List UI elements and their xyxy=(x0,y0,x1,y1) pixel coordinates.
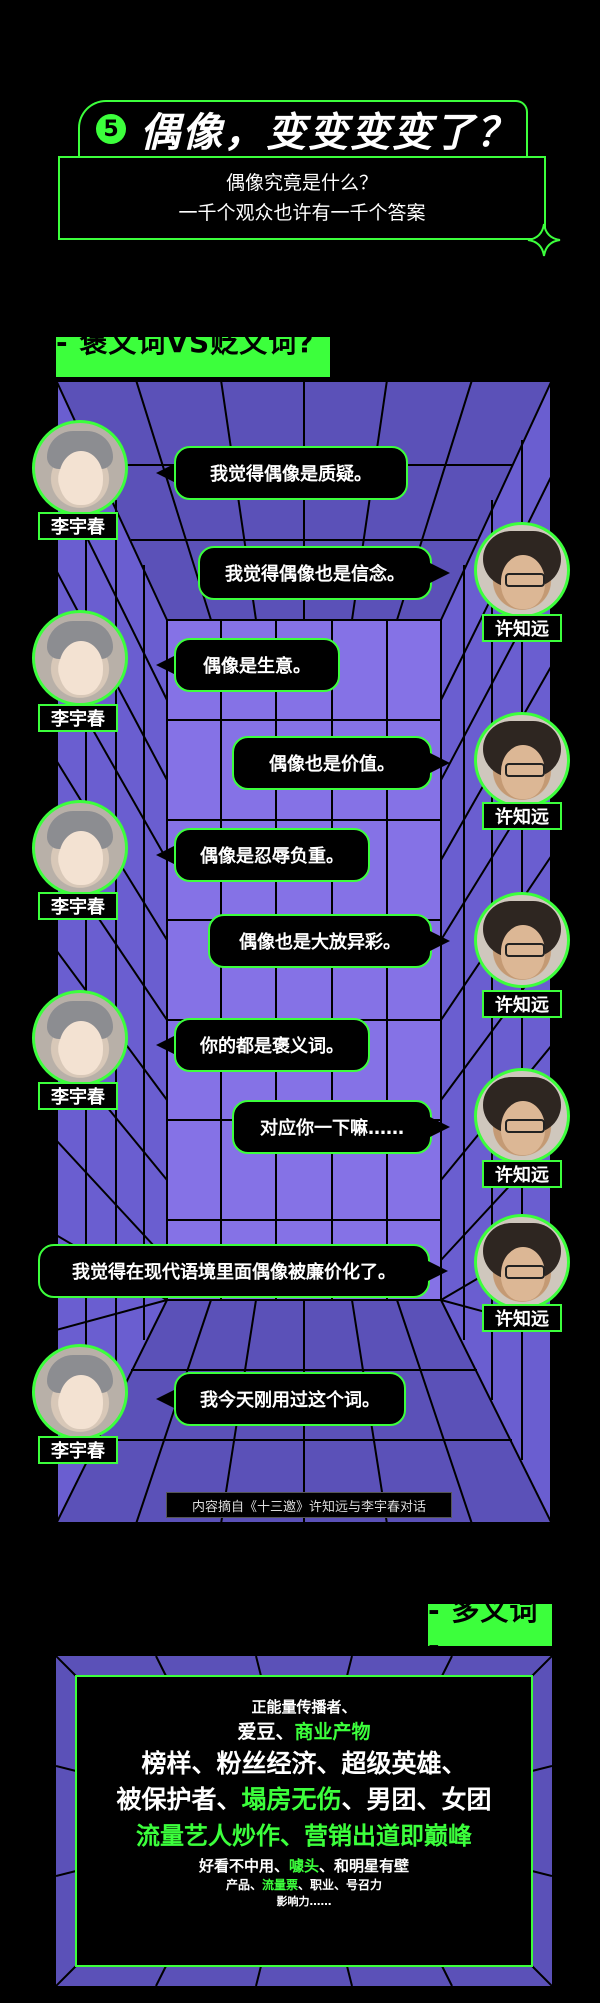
speaker-name: 李宇春 xyxy=(38,512,118,540)
speaker-name: 许知远 xyxy=(482,1304,562,1332)
bubble-tail xyxy=(156,655,176,675)
bubble-tail xyxy=(428,1261,448,1281)
bubble-tail xyxy=(156,463,176,483)
cloud-word: 、男团、女团 xyxy=(341,1785,492,1814)
avatar-xu-zhiyuan xyxy=(474,522,570,618)
speaker-name: 李宇春 xyxy=(38,704,118,732)
bubble-tail xyxy=(156,1389,176,1409)
avatar-li-yuchun xyxy=(32,990,128,1086)
avatar-li-yuchun xyxy=(32,420,128,516)
avatar-li-yuchun xyxy=(32,1344,128,1440)
cloud-row: 产品、流量票、职业、号召力 xyxy=(76,1876,532,1893)
dialog-bubble: 我觉得偶像是质疑。 xyxy=(174,446,408,500)
section-tag-polysemy: - 多义词 - xyxy=(428,1594,552,1662)
cloud-word: 正能量传播者、 xyxy=(251,1698,357,1716)
section-number-badge: 5 xyxy=(96,114,126,144)
dialog-bubble: 你的都是褒义词。 xyxy=(174,1018,370,1072)
dialog-bubble: 偶像是生意。 xyxy=(174,638,340,692)
cloud-row: 被保护者、塌房无伤、男团、女团 xyxy=(76,1780,532,1816)
word-cloud-frame xyxy=(56,1656,552,1986)
cloud-row: 正能量传播者、 xyxy=(76,1696,532,1717)
section-heading: 偶像，变变变变了？ xyxy=(140,110,518,156)
sparkle-icon xyxy=(527,223,561,257)
cloud-word: 、和明星有壁 xyxy=(319,1857,410,1875)
cloud-row: 影响力…… xyxy=(76,1893,532,1909)
dialog-bubble: 我今天刚用过这个词。 xyxy=(174,1372,406,1426)
dialog-bubble: 对应你一下嘛…… xyxy=(232,1100,432,1154)
bubble-tail xyxy=(430,1117,450,1137)
avatar-li-yuchun xyxy=(32,800,128,896)
speaker-name: 许知远 xyxy=(482,1160,562,1188)
question-line-1: 偶像究竟是什么？ xyxy=(225,172,378,194)
section-title: 5 偶像，变变变变了？ xyxy=(78,100,528,156)
bubble-tail xyxy=(156,845,176,865)
bubble-tail xyxy=(430,563,450,583)
dialog-bubble: 我觉得在现代语境里面偶像被廉价化了。 xyxy=(38,1244,430,1298)
dialog-bubble: 偶像也是大放异彩。 xyxy=(208,914,432,968)
speaker-name: 李宇春 xyxy=(38,892,118,920)
cloud-word: 影响力…… xyxy=(276,1895,332,1908)
speaker-name: 许知远 xyxy=(482,990,562,1018)
cloud-word: 被保护者、 xyxy=(116,1785,242,1814)
avatar-xu-zhiyuan xyxy=(474,1068,570,1164)
dialog-bubble: 偶像也是价值。 xyxy=(232,736,432,790)
speaker-name: 李宇春 xyxy=(38,1082,118,1110)
avatar-xu-zhiyuan xyxy=(474,892,570,988)
cloud-word: 榜样、粉丝经济、超级英雄、 xyxy=(141,1749,467,1778)
cloud-word: 噱头 xyxy=(288,1857,319,1875)
bubble-tail xyxy=(156,1035,176,1055)
cloud-word: 爱豆、 xyxy=(237,1721,295,1743)
dialog-bubble: 偶像是忍辱负重。 xyxy=(174,828,370,882)
cloud-word: 好看不中用、 xyxy=(198,1857,289,1875)
cloud-row: 榜样、粉丝经济、超级英雄、 xyxy=(76,1744,532,1780)
bubble-tail xyxy=(430,753,450,773)
question-box: 偶像究竟是什么？ 一千个观众也许有一千个答案 xyxy=(58,156,546,240)
cloud-row: 爱豆、商业产物 xyxy=(76,1717,532,1744)
cloud-word: 商业产物 xyxy=(294,1721,371,1743)
cloud-word: 、职业、号召力 xyxy=(298,1878,383,1892)
cloud-word: 流量票 xyxy=(261,1878,298,1892)
question-line-2: 一千个观众也许有一千个答案 xyxy=(178,202,426,224)
cloud-word: 塌房无伤 xyxy=(241,1785,342,1814)
speaker-name: 许知远 xyxy=(482,802,562,830)
cloud-row: 好看不中用、噱头、和明星有壁 xyxy=(76,1855,532,1876)
cloud-row: 流量艺人炒作、营销出道即巅峰 xyxy=(76,1816,532,1851)
bubble-tail xyxy=(430,931,450,951)
source-credit: 内容摘自《十三邀》许知远与李宇春对话 xyxy=(166,1492,452,1518)
section-tag-antonyms: - 褒义词VS贬义词? - xyxy=(56,326,330,394)
word-cloud: 正能量传播者、 爱豆、商业产物 榜样、粉丝经济、超级英雄、 被保护者、塌房无伤、… xyxy=(76,1676,532,1966)
dialog-bubble: 我觉得偶像也是信念。 xyxy=(198,546,432,600)
avatar-li-yuchun xyxy=(32,610,128,706)
avatar-xu-zhiyuan xyxy=(474,1214,570,1310)
avatar-xu-zhiyuan xyxy=(474,712,570,808)
cloud-word: 产品、 xyxy=(225,1878,262,1892)
speaker-name: 许知远 xyxy=(482,614,562,642)
cloud-word: 流量艺人炒作、营销出道即巅峰 xyxy=(136,1822,472,1850)
speaker-name: 李宇春 xyxy=(38,1436,118,1464)
